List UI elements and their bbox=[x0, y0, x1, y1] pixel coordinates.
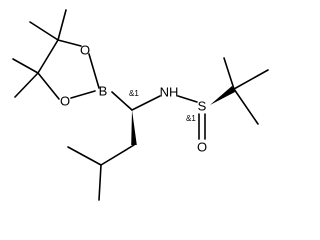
stereo-label-s: &1 bbox=[186, 114, 196, 123]
bond-o-upper-c4 bbox=[57, 39, 82, 47]
atom-o-upper: O bbox=[80, 43, 90, 58]
atom-b: B bbox=[99, 84, 108, 99]
atom-o-sulfinyl: O bbox=[197, 140, 207, 155]
bond-c4-c5 bbox=[37, 39, 59, 74]
structure-canvas: O B O NH S O &1 &1 bbox=[12, 9, 269, 201]
bond-ch-methyl-b bbox=[98, 164, 102, 201]
bond-c4-methyl-b bbox=[29, 21, 59, 41]
bond-n-s bbox=[177, 95, 198, 103]
atom-o-lower: O bbox=[60, 94, 70, 109]
stereo-label-c1: &1 bbox=[129, 89, 139, 98]
bond-tbu-methyl-down bbox=[233, 88, 259, 125]
bond-c5-methyl-a bbox=[12, 58, 39, 74]
chemical-structure: O B O NH S O &1 &1 bbox=[12, 9, 269, 201]
bond-c1-n bbox=[131, 95, 161, 111]
bond-c5-o-lower bbox=[37, 72, 60, 100]
bond-ch2-ch bbox=[100, 144, 135, 166]
bond-tbu-methyl-up bbox=[223, 57, 235, 90]
bond-c4-methyl-a bbox=[57, 9, 67, 41]
bond-tbu-methyl-right bbox=[233, 69, 269, 90]
stereo-wedge-c1 bbox=[131, 110, 137, 145]
bond-b-c1 bbox=[111, 91, 133, 111]
bond-c5-methyl-b bbox=[14, 72, 39, 98]
bond-o-lower-b bbox=[70, 90, 96, 99]
stereo-wedge-s bbox=[210, 86, 235, 105]
atom-s: S bbox=[198, 99, 207, 114]
bond-ch-methyl-a bbox=[67, 146, 102, 166]
atom-n: NH bbox=[160, 85, 179, 100]
bond-b-o-upper bbox=[88, 53, 100, 89]
